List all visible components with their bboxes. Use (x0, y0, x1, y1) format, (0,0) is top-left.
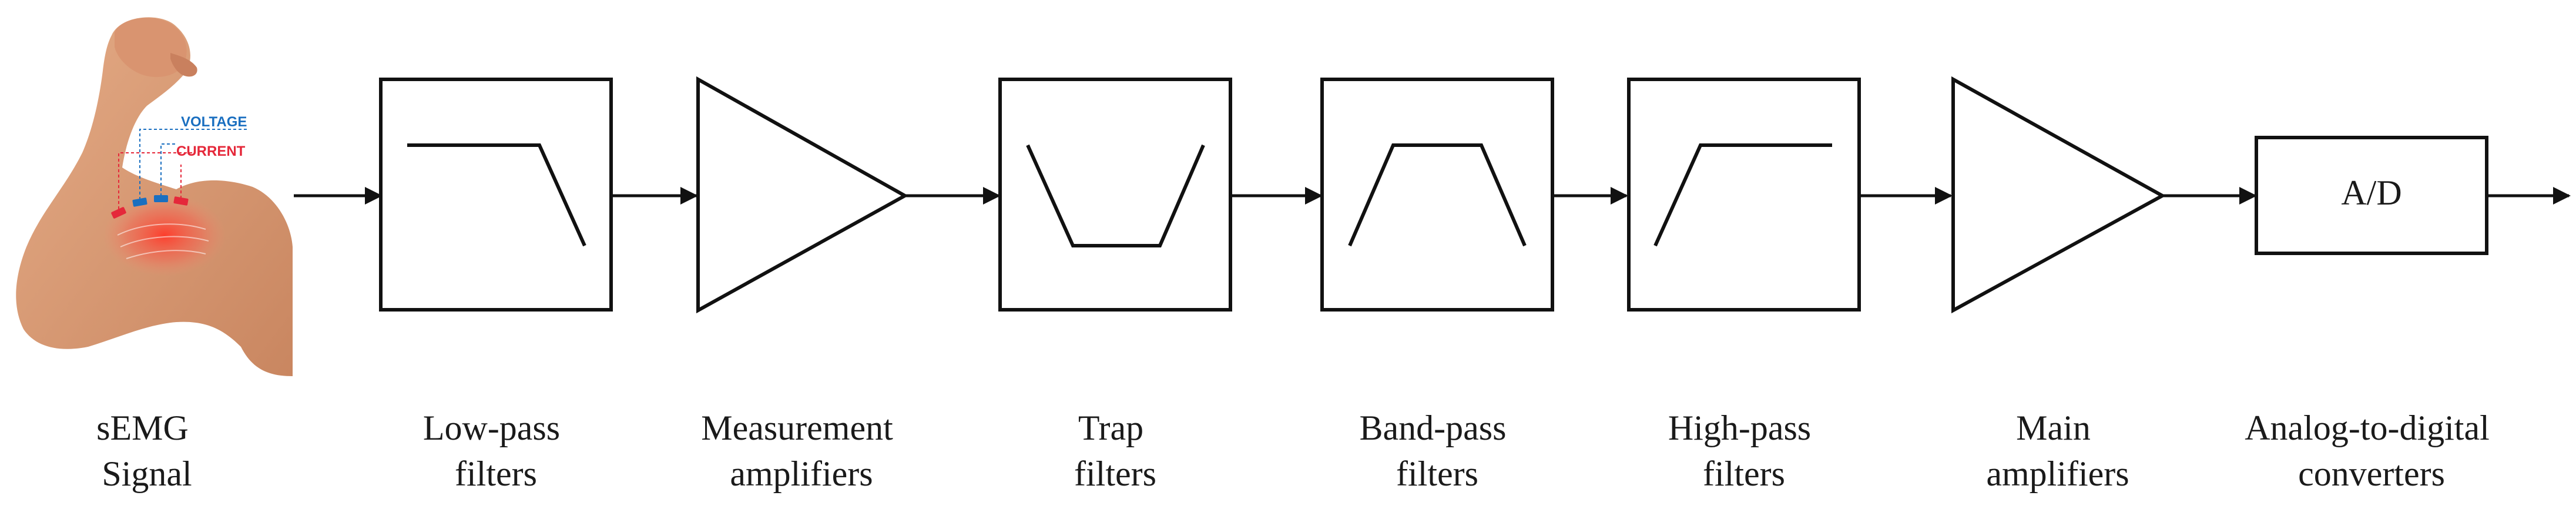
muscle-activation-glow (103, 194, 226, 276)
lowpass-filter-block (379, 78, 613, 312)
trap-response-icon (1026, 144, 1205, 247)
stage-label-trap: Trap filters (1074, 408, 1156, 493)
voltage-tag: VOLTAGE (181, 114, 247, 130)
highpass-response-icon (1653, 143, 1832, 247)
trap-filter-block (998, 78, 1232, 312)
ad-label: A/D (2341, 173, 2401, 212)
electrode-left (111, 207, 126, 219)
main-amplifier-triangle (1951, 76, 2166, 314)
stage-label-measurement-amplifiers: Measurement amplifiers (701, 408, 902, 493)
bandpass-filter-block (1320, 78, 1554, 312)
stage-labels: sEMG Signal Low-pass filters Measurement… (96, 408, 2498, 493)
main-amplifier-block (1951, 76, 2166, 314)
highpass-filter-block (1627, 78, 1861, 312)
bandpass-box (1320, 78, 1554, 312)
trap-box (998, 78, 1232, 312)
stage-label-semg: sEMG Signal (96, 408, 197, 493)
lowpass-box (379, 78, 613, 312)
lowpass-response-icon (407, 143, 586, 247)
stage-label-lowpass: Low-pass filters (423, 408, 569, 493)
thumb-shape (170, 53, 197, 77)
ad-converter-block: A/D (2255, 136, 2488, 255)
current-tag: CURRENT (176, 143, 246, 159)
stage-label-adc: Analog-to-digital converters (2245, 408, 2498, 493)
measurement-amplifier-block (696, 76, 909, 314)
stage-label-main-amplifiers: Main amplifiers (1986, 408, 2129, 493)
bandpass-response-icon (1348, 143, 1527, 247)
arm-illustration: VOLTAGE CURRENT (16, 17, 293, 377)
electrode-middle (132, 197, 147, 207)
measurement-amplifier-triangle (696, 76, 909, 314)
muscle-fiber-lines (117, 223, 209, 259)
electrode-right (154, 195, 168, 202)
stage-label-highpass: High-pass filters (1668, 408, 1820, 493)
fist-shape (115, 18, 187, 77)
stage-label-bandpass: Band-pass filters (1360, 408, 1515, 493)
highpass-box (1627, 78, 1861, 312)
ad-box (2255, 136, 2488, 255)
current-lead-line (118, 152, 194, 209)
voltage-lead-line-2 (160, 143, 176, 196)
electrode-far-right (173, 196, 189, 206)
